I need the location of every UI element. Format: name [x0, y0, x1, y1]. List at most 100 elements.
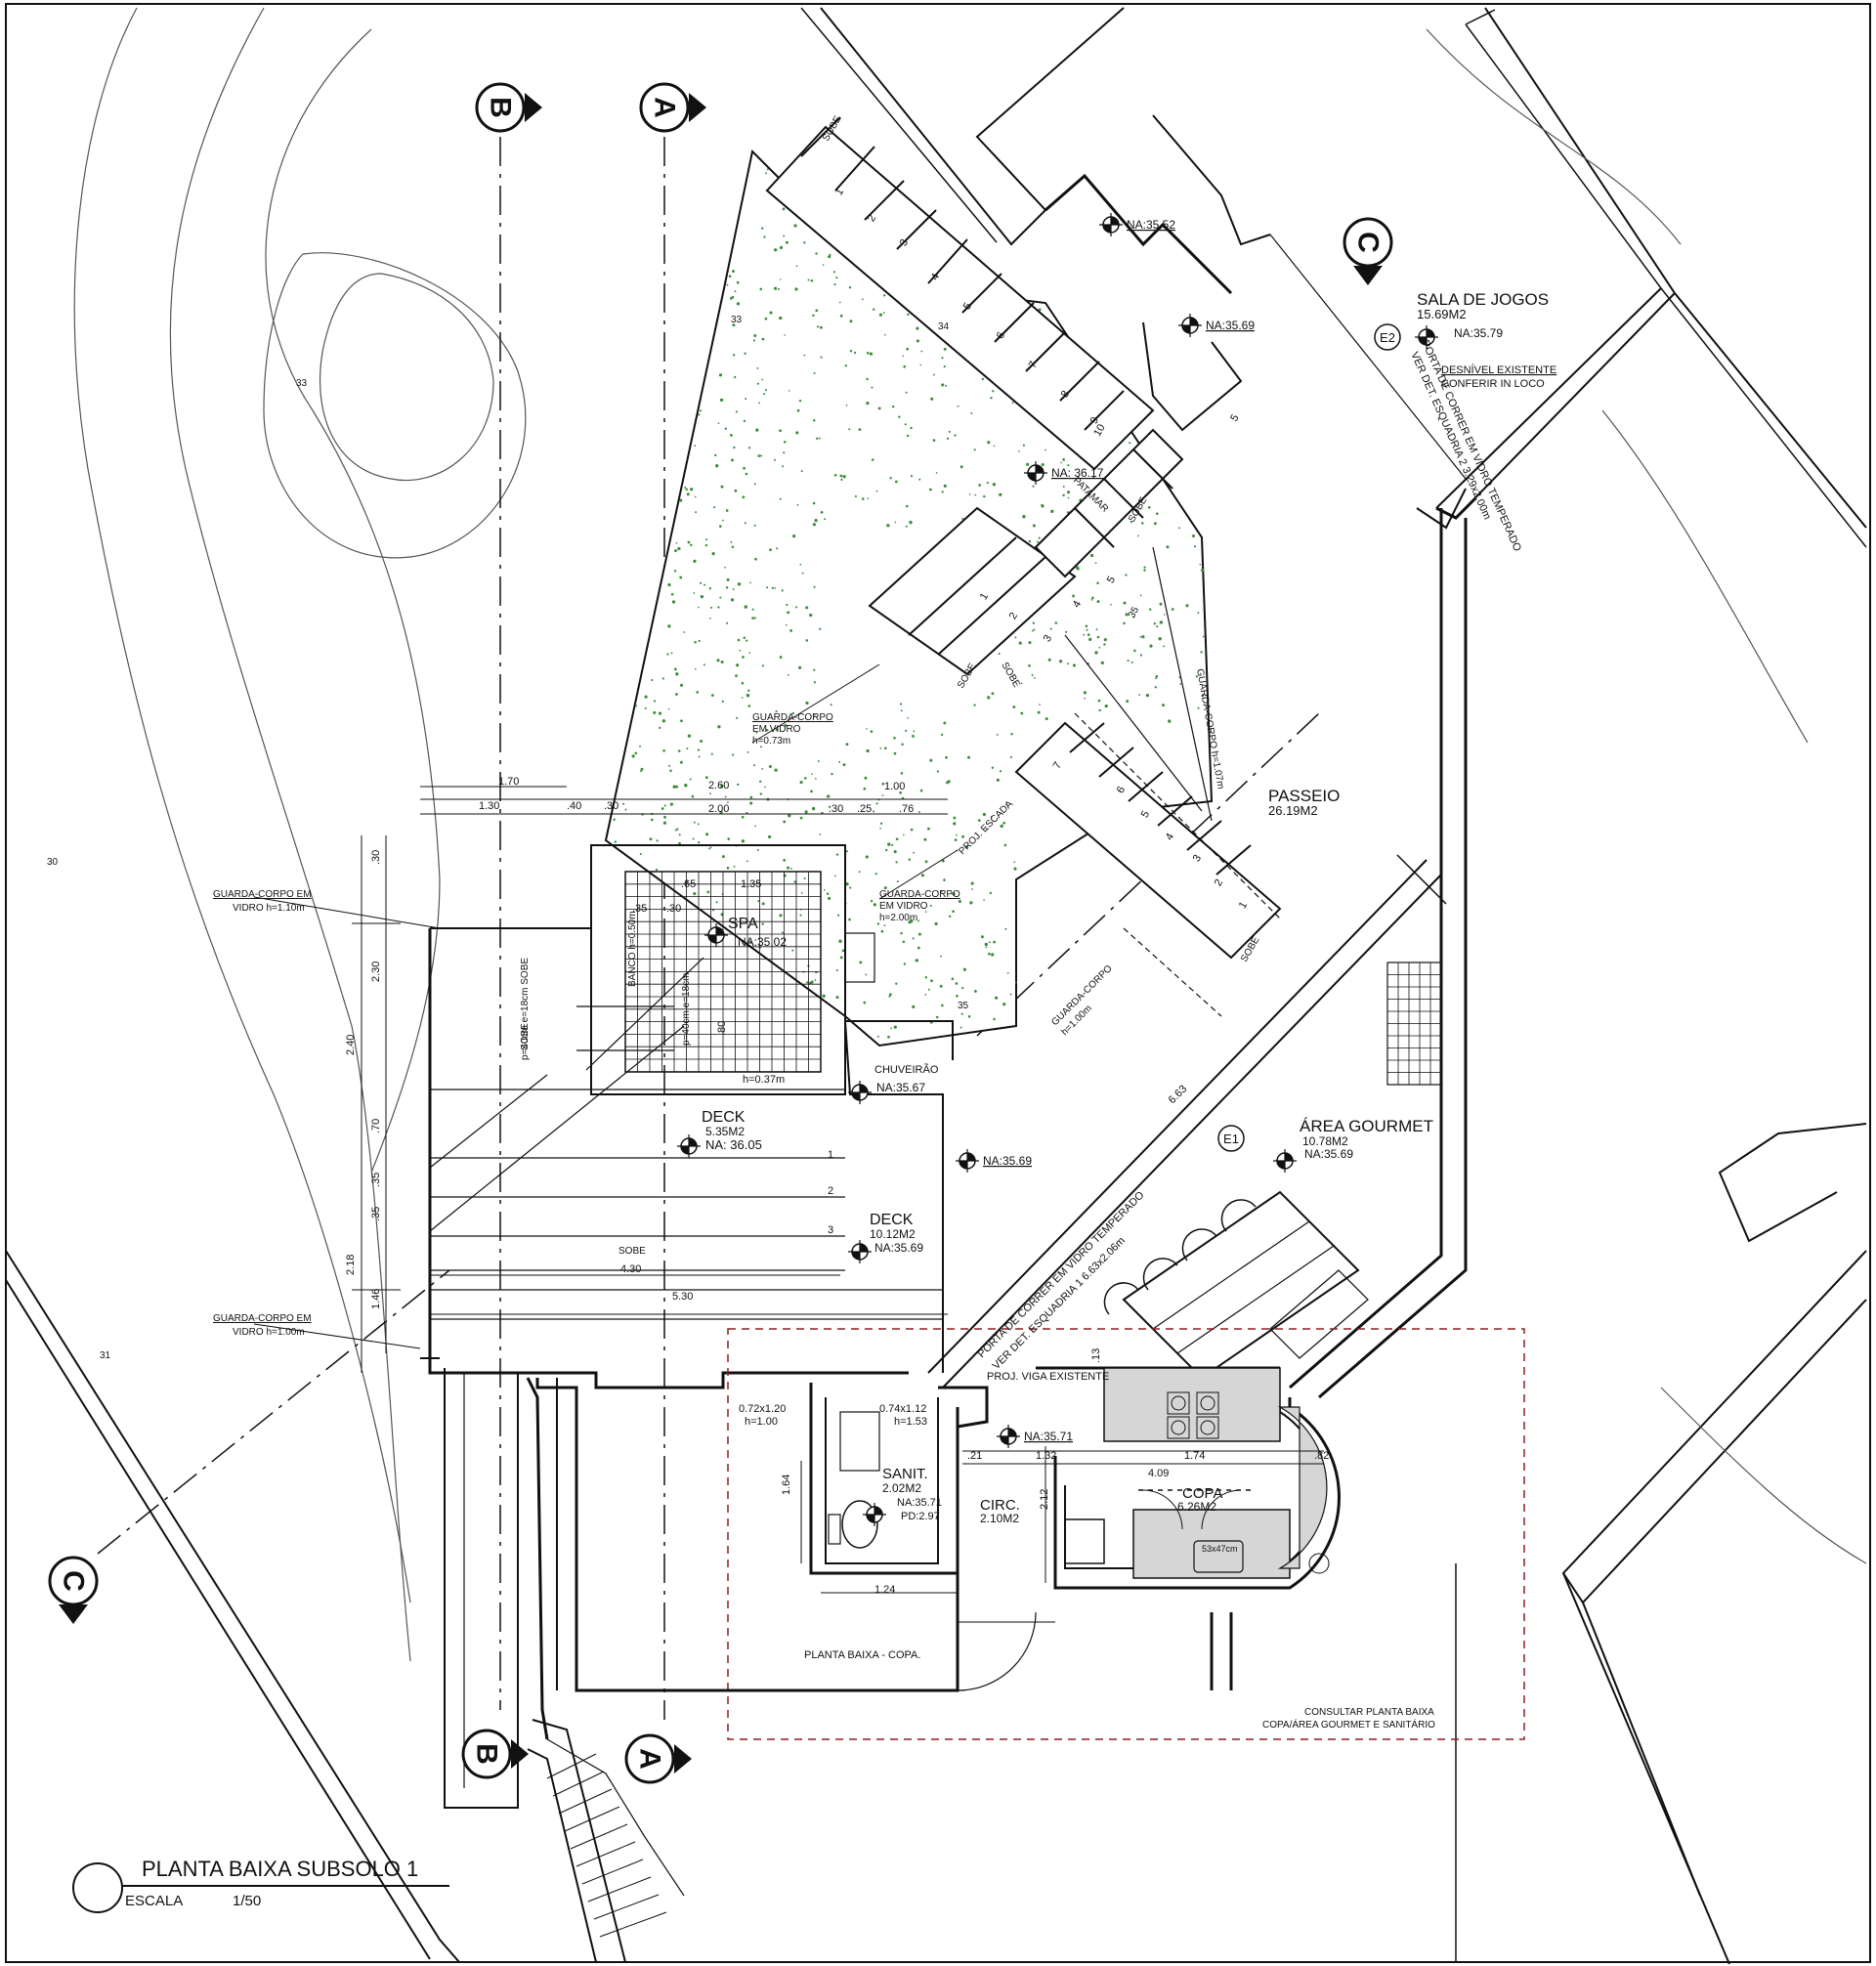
plant-dot: [768, 764, 772, 769]
drawing-title: PLANTA BAIXA SUBSOLO 1: [142, 1857, 418, 1881]
plant-dot: [680, 719, 683, 723]
plant-dot: [874, 873, 877, 876]
dim-30c: .30: [666, 903, 681, 915]
plant-dot: [910, 475, 914, 478]
plant-dot: [1009, 993, 1012, 996]
dim-25: .25: [857, 803, 872, 815]
plant-dot: [971, 888, 973, 890]
plant-dot: [1155, 675, 1159, 678]
plant-dot: [759, 792, 762, 795]
plant-dot: [1092, 476, 1095, 479]
plant-dot: [948, 430, 951, 433]
note-proj-viga: PROJ. VIGA EXISTENTE: [987, 1371, 1109, 1383]
plant-dot: [943, 878, 946, 881]
plant-dot: [634, 751, 638, 755]
plant-dot: [737, 638, 741, 642]
plant-dot: [689, 778, 692, 781]
plant-dot: [899, 791, 903, 794]
room-name-passeio: PASSEIO: [1268, 787, 1340, 805]
plant-dot: [761, 902, 765, 906]
plant-dot: [1085, 624, 1088, 628]
plant-dot: [782, 931, 784, 934]
plant-dot: [954, 838, 958, 841]
plant-dot: [895, 861, 898, 864]
step-number: 7: [1027, 360, 1040, 370]
plant-dot: [679, 683, 684, 687]
plant-dot: [845, 743, 849, 747]
room-name-copa: COPA: [1182, 1485, 1222, 1502]
plant-dot: [764, 389, 767, 392]
plant-dot: [675, 785, 679, 789]
plant-dot: [741, 697, 744, 699]
plant-dot: [761, 378, 763, 381]
plant-dot: [757, 900, 760, 903]
plant-dot: [893, 850, 897, 854]
plant-dot: [742, 656, 745, 659]
plant-dot: [865, 973, 868, 976]
plant-dot: [910, 426, 913, 430]
room-name-sanit: SANIT.: [882, 1466, 928, 1482]
plant-dot: [747, 447, 751, 449]
plant-dot: [1067, 464, 1070, 467]
plant-dot: [1200, 568, 1205, 573]
step-number: 6: [1115, 785, 1128, 795]
plant-dot: [877, 406, 881, 410]
plant-dot: [1145, 693, 1150, 698]
plant-dot: [644, 706, 647, 709]
plant-dot: [818, 437, 821, 440]
plant-dot: [791, 534, 796, 538]
note-planta-copa: PLANTA BAIXA - COPA.: [804, 1649, 920, 1661]
plant-dot: [835, 853, 839, 856]
grid-marker-c-bottom: C: [48, 1556, 99, 1624]
step-number: 2: [828, 1185, 833, 1197]
plant-dot: [651, 818, 654, 822]
plant-dot: [831, 772, 833, 776]
plant-dot: [719, 398, 724, 403]
plant-dot: [749, 581, 751, 584]
plant-dot: [699, 409, 703, 412]
note-gc-110-2: VIDRO h=1.10m: [233, 903, 305, 914]
plant-dot: [873, 903, 876, 907]
plant-dot: [752, 339, 755, 342]
dim-200: 2.00: [708, 803, 729, 815]
plant-dot: [1141, 635, 1145, 639]
plant-dot: [866, 748, 870, 753]
plant-dot: [769, 548, 772, 552]
plant-dot: [649, 837, 653, 841]
plant-dot: [835, 996, 839, 1000]
plant-dot: [941, 1004, 944, 1007]
plant-dot: [822, 264, 825, 266]
plant-dot: [1038, 308, 1042, 312]
plant-dot: [1065, 630, 1068, 633]
plant-dot: [828, 805, 831, 808]
plant-dot: [640, 770, 643, 773]
plant-dot: [736, 663, 740, 667]
plant-dot: [704, 776, 708, 780]
plant-dot: [721, 855, 725, 859]
plant-dot: [1004, 927, 1007, 930]
plant-dot: [1047, 658, 1051, 662]
plant-dot: [1143, 566, 1146, 569]
plant-dot: [785, 623, 788, 626]
plant-dot: [667, 582, 671, 587]
plant-dot: [876, 922, 880, 925]
plant-dot: [819, 627, 822, 630]
plant-dot: [848, 428, 851, 431]
plant-dot: [753, 617, 756, 620]
plant-dot: [760, 454, 763, 457]
plant-dot: [687, 734, 692, 738]
plant-dot: [697, 748, 701, 751]
plant-dot: [677, 749, 681, 752]
plant-dot: [985, 946, 988, 949]
stair-upper: [765, 116, 1155, 471]
plant-dot: [945, 755, 948, 759]
room-area-sanit: 2.02M2: [882, 1481, 921, 1495]
plant-dot: [1037, 710, 1041, 714]
plant-dot: [639, 745, 641, 748]
stair-step-line: [576, 1841, 636, 1867]
plant-dot: [737, 582, 742, 586]
step-number: 5: [1105, 575, 1118, 585]
plant-dot: [736, 716, 739, 719]
plant-dot: [694, 495, 697, 498]
plant-dot: [833, 474, 837, 477]
